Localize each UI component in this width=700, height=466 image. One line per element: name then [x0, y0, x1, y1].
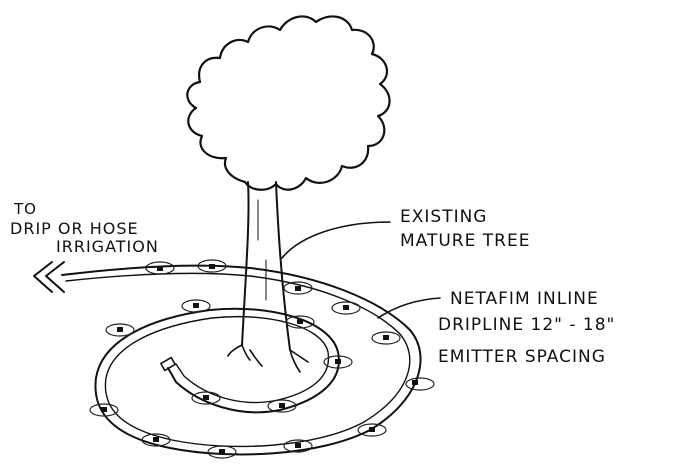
dripline-label: NETAFIM INLINE DRIPLINE 12" - 18" EMITTE… — [438, 289, 615, 367]
dripline-label-line-1: NETAFIM INLINE — [450, 289, 599, 309]
source-label: TO DRIP OR HOSE IRRIGATION — [10, 200, 159, 256]
source-label-line-1: TO — [13, 200, 37, 218]
source-label-line-3: IRRIGATION — [56, 237, 159, 256]
emitter-icon — [284, 282, 312, 294]
emitter-icon — [406, 378, 434, 390]
emitter-icon — [358, 424, 386, 436]
double-arrow-left-icon — [34, 262, 64, 292]
tree-trunk-icon — [228, 182, 308, 372]
dripline-label-line-2: DRIPLINE 12" - 18" — [438, 315, 615, 335]
tree-label: EXISTING MATURE TREE — [400, 207, 530, 251]
emitter-icon — [106, 324, 134, 336]
tree-label-line-1: EXISTING — [400, 207, 487, 227]
source-label-line-2: DRIP OR HOSE — [10, 219, 139, 238]
tree-label-line-2: MATURE TREE — [400, 231, 530, 251]
emitter-icon — [182, 300, 210, 312]
emitters — [90, 260, 434, 458]
tree-canopy-icon — [187, 16, 389, 189]
emitter-icon — [208, 446, 236, 458]
emitter-icon — [146, 262, 174, 274]
dripline-label-line-3: EMITTER SPACING — [438, 347, 606, 367]
emitter-icon — [372, 332, 400, 344]
dripline-tube-icon — [62, 266, 421, 455]
emitter-icon — [332, 302, 360, 314]
